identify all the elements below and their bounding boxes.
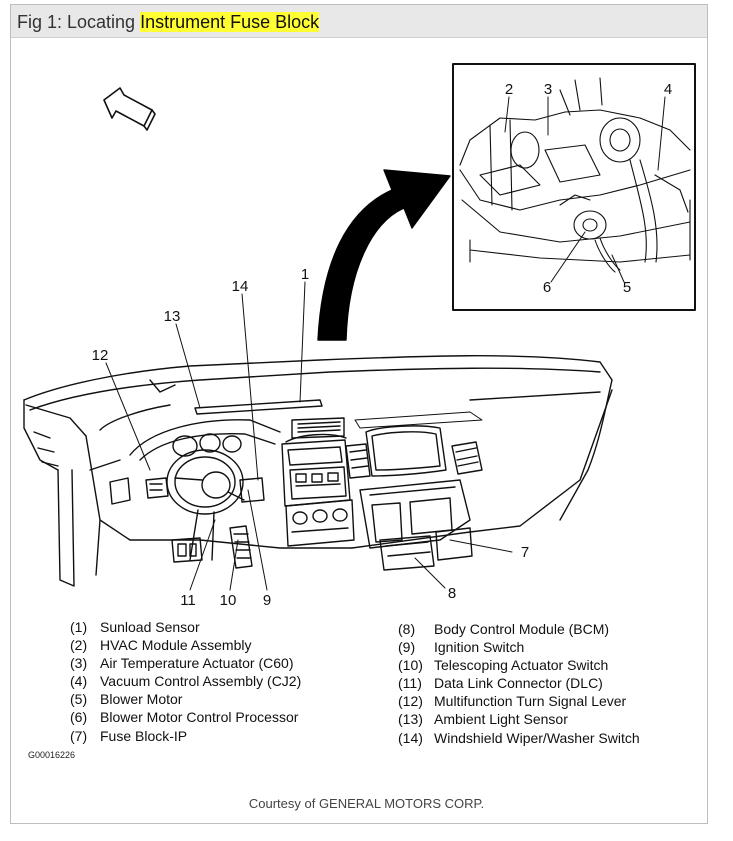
- legend-label: HVAC Module Assembly: [100, 637, 252, 654]
- callout-8: 8: [448, 585, 456, 602]
- legend-number: (7): [70, 727, 88, 744]
- legend-item: (1) Sunload Sensor: [70, 618, 301, 636]
- legend-item: (2) HVAC Module Assembly: [70, 636, 301, 654]
- courtesy-credit: Courtesy of GENERAL MOTORS CORP.: [248, 796, 485, 811]
- legend-label: Windshield Wiper/Washer Switch: [434, 729, 640, 746]
- legend-number: (1): [70, 619, 88, 635]
- legend-item: (14) Windshield Wiper/Washer Switch: [398, 729, 640, 747]
- figure-code: G00016226: [28, 750, 76, 760]
- legend-number: (10): [398, 657, 423, 674]
- legend-number: (12): [398, 693, 423, 710]
- legend-number: (5): [70, 691, 88, 708]
- callout-1: 1: [301, 266, 309, 283]
- legend-label: Body Control Module (BCM): [434, 621, 610, 637]
- legend-number: (14): [398, 729, 423, 746]
- legend-item: (10) Telescoping Actuator Switch: [398, 656, 640, 674]
- legend-number: (3): [70, 655, 88, 672]
- figure-title: Fig 1: Locating Instrument Fuse Block: [17, 12, 320, 33]
- title-bar: Fig 1: Locating Instrument Fuse Block: [11, 5, 707, 38]
- legend-number: (8): [398, 621, 416, 637]
- inset-leader-lines: [504, 96, 666, 283]
- legend-label: Sunload Sensor: [100, 619, 200, 635]
- legend-label: Vacuum Control Assembly (CJ2): [100, 673, 302, 690]
- pointer-arrow-icon: [317, 169, 451, 341]
- legend-right: (8) Body Control Module (BCM) (9) Ignition…: [398, 620, 640, 747]
- callout-3: 3: [544, 81, 552, 98]
- legend-label: Data Link Connector (DLC): [434, 675, 603, 692]
- dashboard-drawing: [23, 355, 613, 587]
- figure-frame: Fig 1: Locating Instrument Fuse Block: [10, 4, 708, 824]
- legend-label: Blower Motor: [100, 691, 183, 708]
- legend-label: Fuse Block-IP: [100, 727, 188, 744]
- callout-9: 9: [263, 592, 271, 609]
- title-prefix: Fig 1: Locating: [17, 12, 141, 32]
- callout-6: 6: [543, 279, 551, 296]
- legend-number: (6): [70, 709, 88, 726]
- legend-label: Telescoping Actuator Switch: [434, 657, 609, 674]
- legend-item: (7) Fuse Block-IP: [70, 727, 301, 745]
- legend-item: (11) Data Link Connector (DLC): [398, 674, 640, 692]
- legend-item: (12) Multifunction Turn Signal Lever: [398, 692, 640, 710]
- legend-item: (13) Ambient Light Sensor: [398, 710, 640, 728]
- legend-item: (8) Body Control Module (BCM): [398, 620, 640, 638]
- legend-label: Air Temperature Actuator (C60): [100, 655, 294, 672]
- callout-5: 5: [623, 279, 631, 296]
- legend-label: Ignition Switch: [434, 639, 525, 656]
- callout-10: 10: [220, 592, 237, 609]
- legend-item: (3) Air Temperature Actuator (C60): [70, 654, 301, 672]
- callout-4: 4: [664, 81, 672, 98]
- dashboard-leader-lines: [105, 281, 513, 591]
- callout-7: 7: [521, 544, 529, 561]
- legend-item: (4) Vacuum Control Assembly (CJ2): [70, 672, 301, 690]
- legend-number: (2): [70, 637, 88, 654]
- inset-box: [452, 63, 696, 311]
- callout-14: 14: [232, 278, 249, 295]
- orientation-arrow-icon: [103, 87, 156, 131]
- inset-hvac-drawing: [459, 77, 691, 273]
- legend-number: (13): [398, 711, 423, 728]
- legend-label: Multifunction Turn Signal Lever: [434, 693, 627, 710]
- callout-13: 13: [164, 308, 181, 325]
- legend-label: Ambient Light Sensor: [434, 711, 568, 728]
- callout-11: 11: [180, 592, 196, 609]
- legend-item: (6) Blower Motor Control Processor: [70, 708, 301, 726]
- legend-item: (9) Ignition Switch: [398, 638, 640, 656]
- legend-number: (11): [398, 675, 422, 692]
- legend-left: (1) Sunload Sensor (2) HVAC Module Assembl…: [70, 618, 301, 745]
- title-highlight: Instrument Fuse Block: [140, 12, 320, 32]
- legend-label: Blower Motor Control Processor: [100, 709, 299, 726]
- callout-2: 2: [505, 81, 513, 98]
- legend-item: (5) Blower Motor: [70, 690, 301, 708]
- legend-number: (9): [398, 639, 416, 656]
- legend-number: (4): [70, 673, 88, 690]
- callout-12: 12: [92, 347, 109, 364]
